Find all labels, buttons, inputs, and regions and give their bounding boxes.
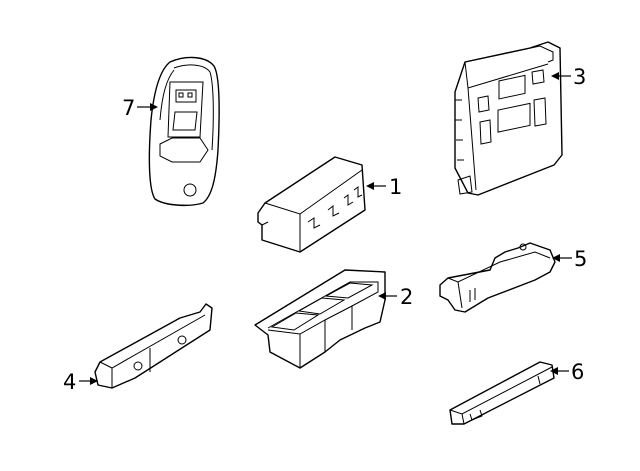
- callout-2: 2: [400, 285, 413, 309]
- leader-2: [378, 292, 397, 300]
- part-7-key-fob: [148, 56, 220, 207]
- part-3-control-module: [454, 41, 563, 196]
- callout-1: 1: [389, 175, 402, 199]
- callout-6: 6: [571, 360, 584, 384]
- part-5-bracket: [439, 242, 556, 313]
- leader-5: [552, 254, 572, 262]
- part-4-module: [94, 303, 213, 389]
- leader-1: [366, 182, 386, 190]
- callout-4: 4: [63, 370, 76, 394]
- callout-3: 3: [573, 65, 586, 89]
- leader-7: [137, 103, 158, 111]
- part-6-bar: [449, 361, 555, 425]
- leader-4: [79, 377, 98, 385]
- leader-6: [550, 367, 569, 375]
- part-1-switch: [257, 156, 366, 253]
- part-2-bezel: [254, 269, 386, 369]
- leader-3: [551, 72, 571, 80]
- callout-7: 7: [122, 96, 135, 120]
- callout-5: 5: [574, 247, 587, 271]
